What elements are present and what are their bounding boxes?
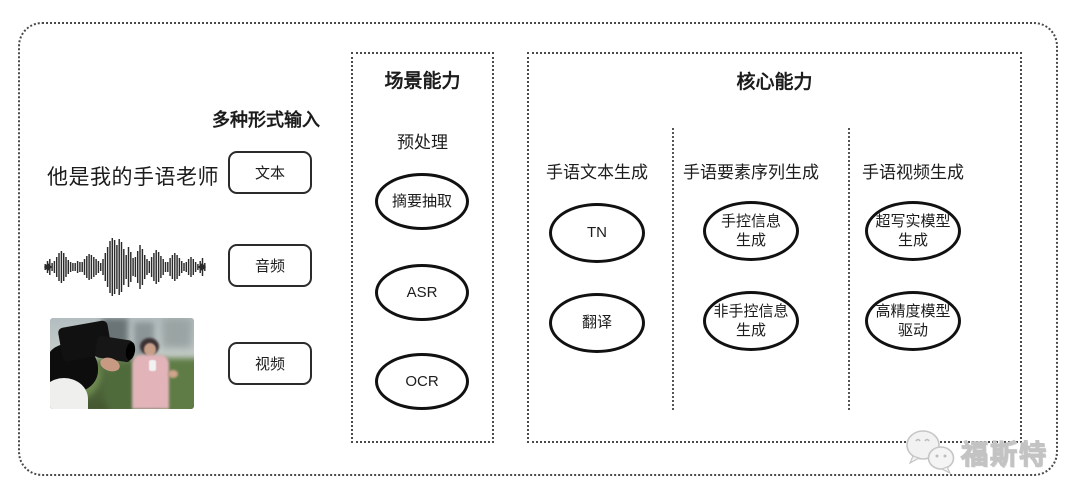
core-node-hyperrealistic-model-generation: 超写实模型 生成	[865, 201, 961, 261]
scene-node-label: OCR	[405, 372, 439, 390]
input-box-video-label: 视频	[254, 356, 285, 373]
column-header-sign-video-generation: 手语视频生成	[862, 163, 964, 182]
outer-dotted-frame	[18, 22, 1058, 476]
node-label-line: 手控信息	[720, 212, 781, 230]
node-label-line: 生成	[735, 322, 766, 339]
node-label-line: TN	[587, 224, 607, 242]
input-box-text-label: 文本	[254, 165, 285, 182]
core-node-translation: 翻译	[549, 293, 645, 353]
core-capability-panel: 核心能力 手语文本生成 手语要素序列生成 手语视频生成 TN 翻译 手控信息 生…	[527, 52, 1022, 443]
scene-panel-title: 场景能力	[384, 71, 461, 92]
core-node-tn: TN	[549, 203, 645, 263]
wechat-chat-bubbles-icon	[906, 430, 955, 475]
column-header-sign-element-sequence-generation: 手语要素序列生成	[683, 163, 819, 182]
node-label-line: 超写实模型	[875, 212, 951, 230]
sample-input-text: 他是我的手语老师	[47, 166, 219, 189]
column-divider	[672, 128, 674, 410]
photo-microphone	[149, 360, 156, 371]
photo-reporter-face	[144, 343, 156, 356]
camera-filming-reporter-photo	[50, 318, 194, 409]
photo-reporter-hand	[168, 370, 178, 378]
scene-panel-subtitle: 预处理	[397, 133, 448, 152]
core-node-non-manual-info-generation: 非手控信息 生成	[703, 291, 799, 351]
core-panel-title: 核心能力	[736, 72, 813, 93]
photo-building	[162, 318, 192, 348]
scene-node-summary-extraction: 摘要抽取	[375, 173, 469, 230]
core-node-manual-info-generation: 手控信息 生成	[703, 201, 799, 261]
watermark: 福斯特	[903, 428, 1048, 476]
column-divider	[848, 128, 850, 410]
scene-node-label: ASR	[406, 283, 438, 301]
scene-capability-panel: 场景能力 预处理 摘要抽取 ASR OCR	[351, 52, 494, 443]
input-box-audio-label: 音频	[254, 258, 285, 275]
node-label-line: 高精度模型	[875, 302, 951, 320]
watermark-text: 福斯特	[961, 439, 1048, 470]
input-box-text: 文本	[228, 151, 312, 194]
core-node-high-precision-model-driving: 高精度模型 驱动	[865, 291, 961, 351]
node-label-line: 驱动	[897, 322, 928, 339]
node-label-line: 翻译	[581, 314, 612, 332]
node-label-line: 生成	[735, 232, 766, 249]
input-box-video: 视频	[228, 342, 312, 385]
input-box-audio: 音频	[228, 244, 312, 287]
node-label-line: 生成	[897, 232, 928, 249]
node-label-line: 非手控信息	[713, 302, 789, 320]
audio-waveform-icon	[44, 238, 206, 296]
input-section-header: 多种形式输入	[212, 110, 320, 130]
column-header-sign-text-generation: 手语文本生成	[546, 163, 648, 182]
scene-node-ocr: OCR	[375, 353, 469, 410]
scene-node-asr: ASR	[375, 264, 469, 321]
scene-node-label: 摘要抽取	[391, 192, 452, 210]
